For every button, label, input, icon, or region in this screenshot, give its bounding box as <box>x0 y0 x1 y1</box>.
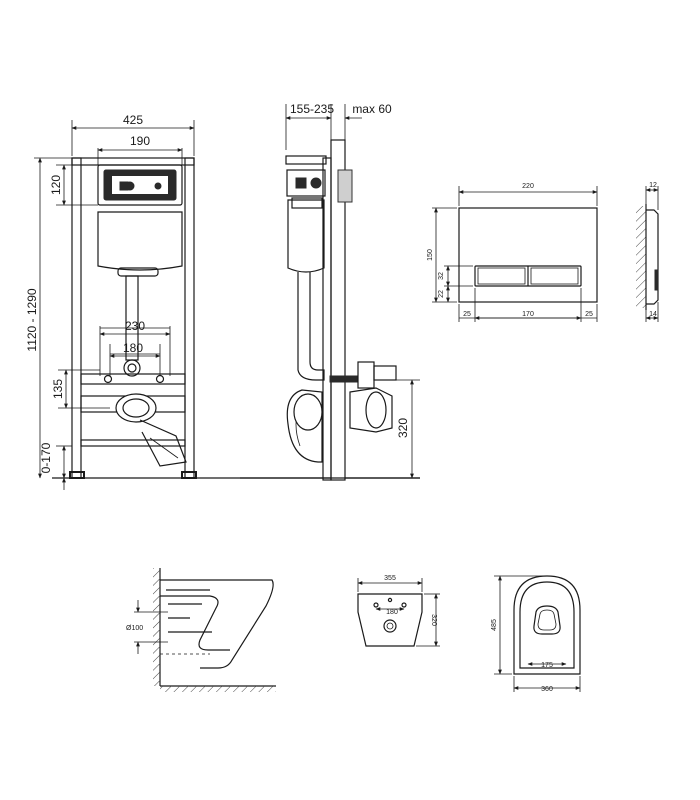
dim-rear-height: 320 <box>430 614 437 626</box>
dim-panel-width: 190 <box>130 134 150 148</box>
dim-frame-depth: 155-235 <box>290 102 334 116</box>
dim-rear-width: 355 <box>384 575 396 582</box>
flush-plate-front: 220 150 32 22 25 170 25 <box>427 183 598 322</box>
dim-mount-spacing: 175 <box>541 662 553 669</box>
bowl-side-section: Ø100 <box>126 568 276 692</box>
dim-frame-width: 425 <box>123 113 143 127</box>
dim-hole-spacing: 180 <box>386 609 398 616</box>
dim-outlet-height: 135 <box>51 379 65 399</box>
dim-frame-height: 1120 - 1290 <box>25 288 39 351</box>
dim-foot-range: 0-170 <box>39 442 53 473</box>
dim-bowl-width: 360 <box>541 686 553 693</box>
dim-bowl-length: 485 <box>491 619 498 631</box>
dim-rod-spacing: 230 <box>125 319 145 333</box>
dim-bowl-height: 320 <box>396 418 410 438</box>
dim-plate-depth-bottom: 14 <box>649 311 657 318</box>
dim-button-height: 32 <box>438 272 445 280</box>
dim-pipe-spacing: 180 <box>123 341 143 355</box>
flush-plate-side: 12 14 <box>636 182 659 322</box>
dim-left-margin: 25 <box>463 311 471 318</box>
dim-wall-max: max 60 <box>352 102 392 116</box>
dim-bottom-offset: 22 <box>438 290 445 298</box>
dim-button-width: 170 <box>522 311 534 318</box>
dim-plate-depth-top: 12 <box>649 182 657 189</box>
bowl-top-view: 485 175 360 <box>491 575 581 693</box>
dim-plate-width: 220 <box>522 183 534 190</box>
dim-right-margin: 25 <box>585 311 593 318</box>
bowl-rear-view: 180 355 320 <box>357 575 440 647</box>
frame-front-view: 425 190 1120 - 1290 120 230 180 135 0-17… <box>25 113 420 490</box>
dim-panel-height: 120 <box>49 175 63 195</box>
frame-side-view: 155-235 max 60 320 <box>240 102 420 481</box>
dim-pipe-diameter: Ø100 <box>126 625 143 632</box>
dim-plate-height: 150 <box>427 249 434 261</box>
